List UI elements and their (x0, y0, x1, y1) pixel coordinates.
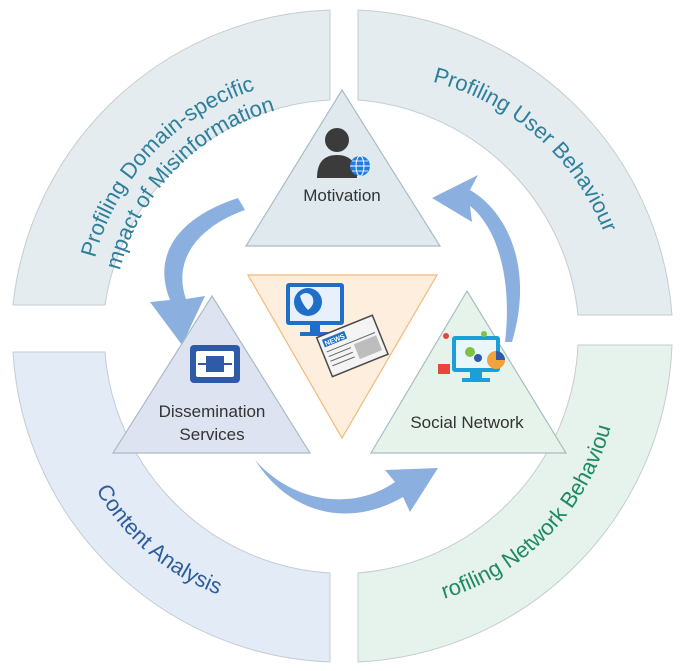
ring-segment-bottom-right (357, 344, 673, 663)
arrow-motivation-to-dissemination (150, 198, 245, 345)
network-monitor-icon (438, 331, 505, 382)
person-globe-icon (317, 128, 370, 178)
ring-segment-top-right (357, 9, 673, 316)
arrow-dissemination-to-social (255, 460, 438, 514)
cycle-arrows (150, 175, 521, 514)
dissemination-label-line2: Services (179, 425, 244, 444)
social-network-label: Social Network (410, 413, 524, 432)
ring-segment-bottom-left (12, 351, 331, 663)
ring-segment-top-left (12, 9, 331, 306)
arrow-social-to-motivation (432, 175, 521, 342)
dissemination-label-line1: Dissemination (159, 402, 266, 421)
service-box-icon (190, 345, 240, 383)
news-monitor-icon: NEWS (286, 283, 390, 378)
motivation-label: Motivation (303, 186, 380, 205)
